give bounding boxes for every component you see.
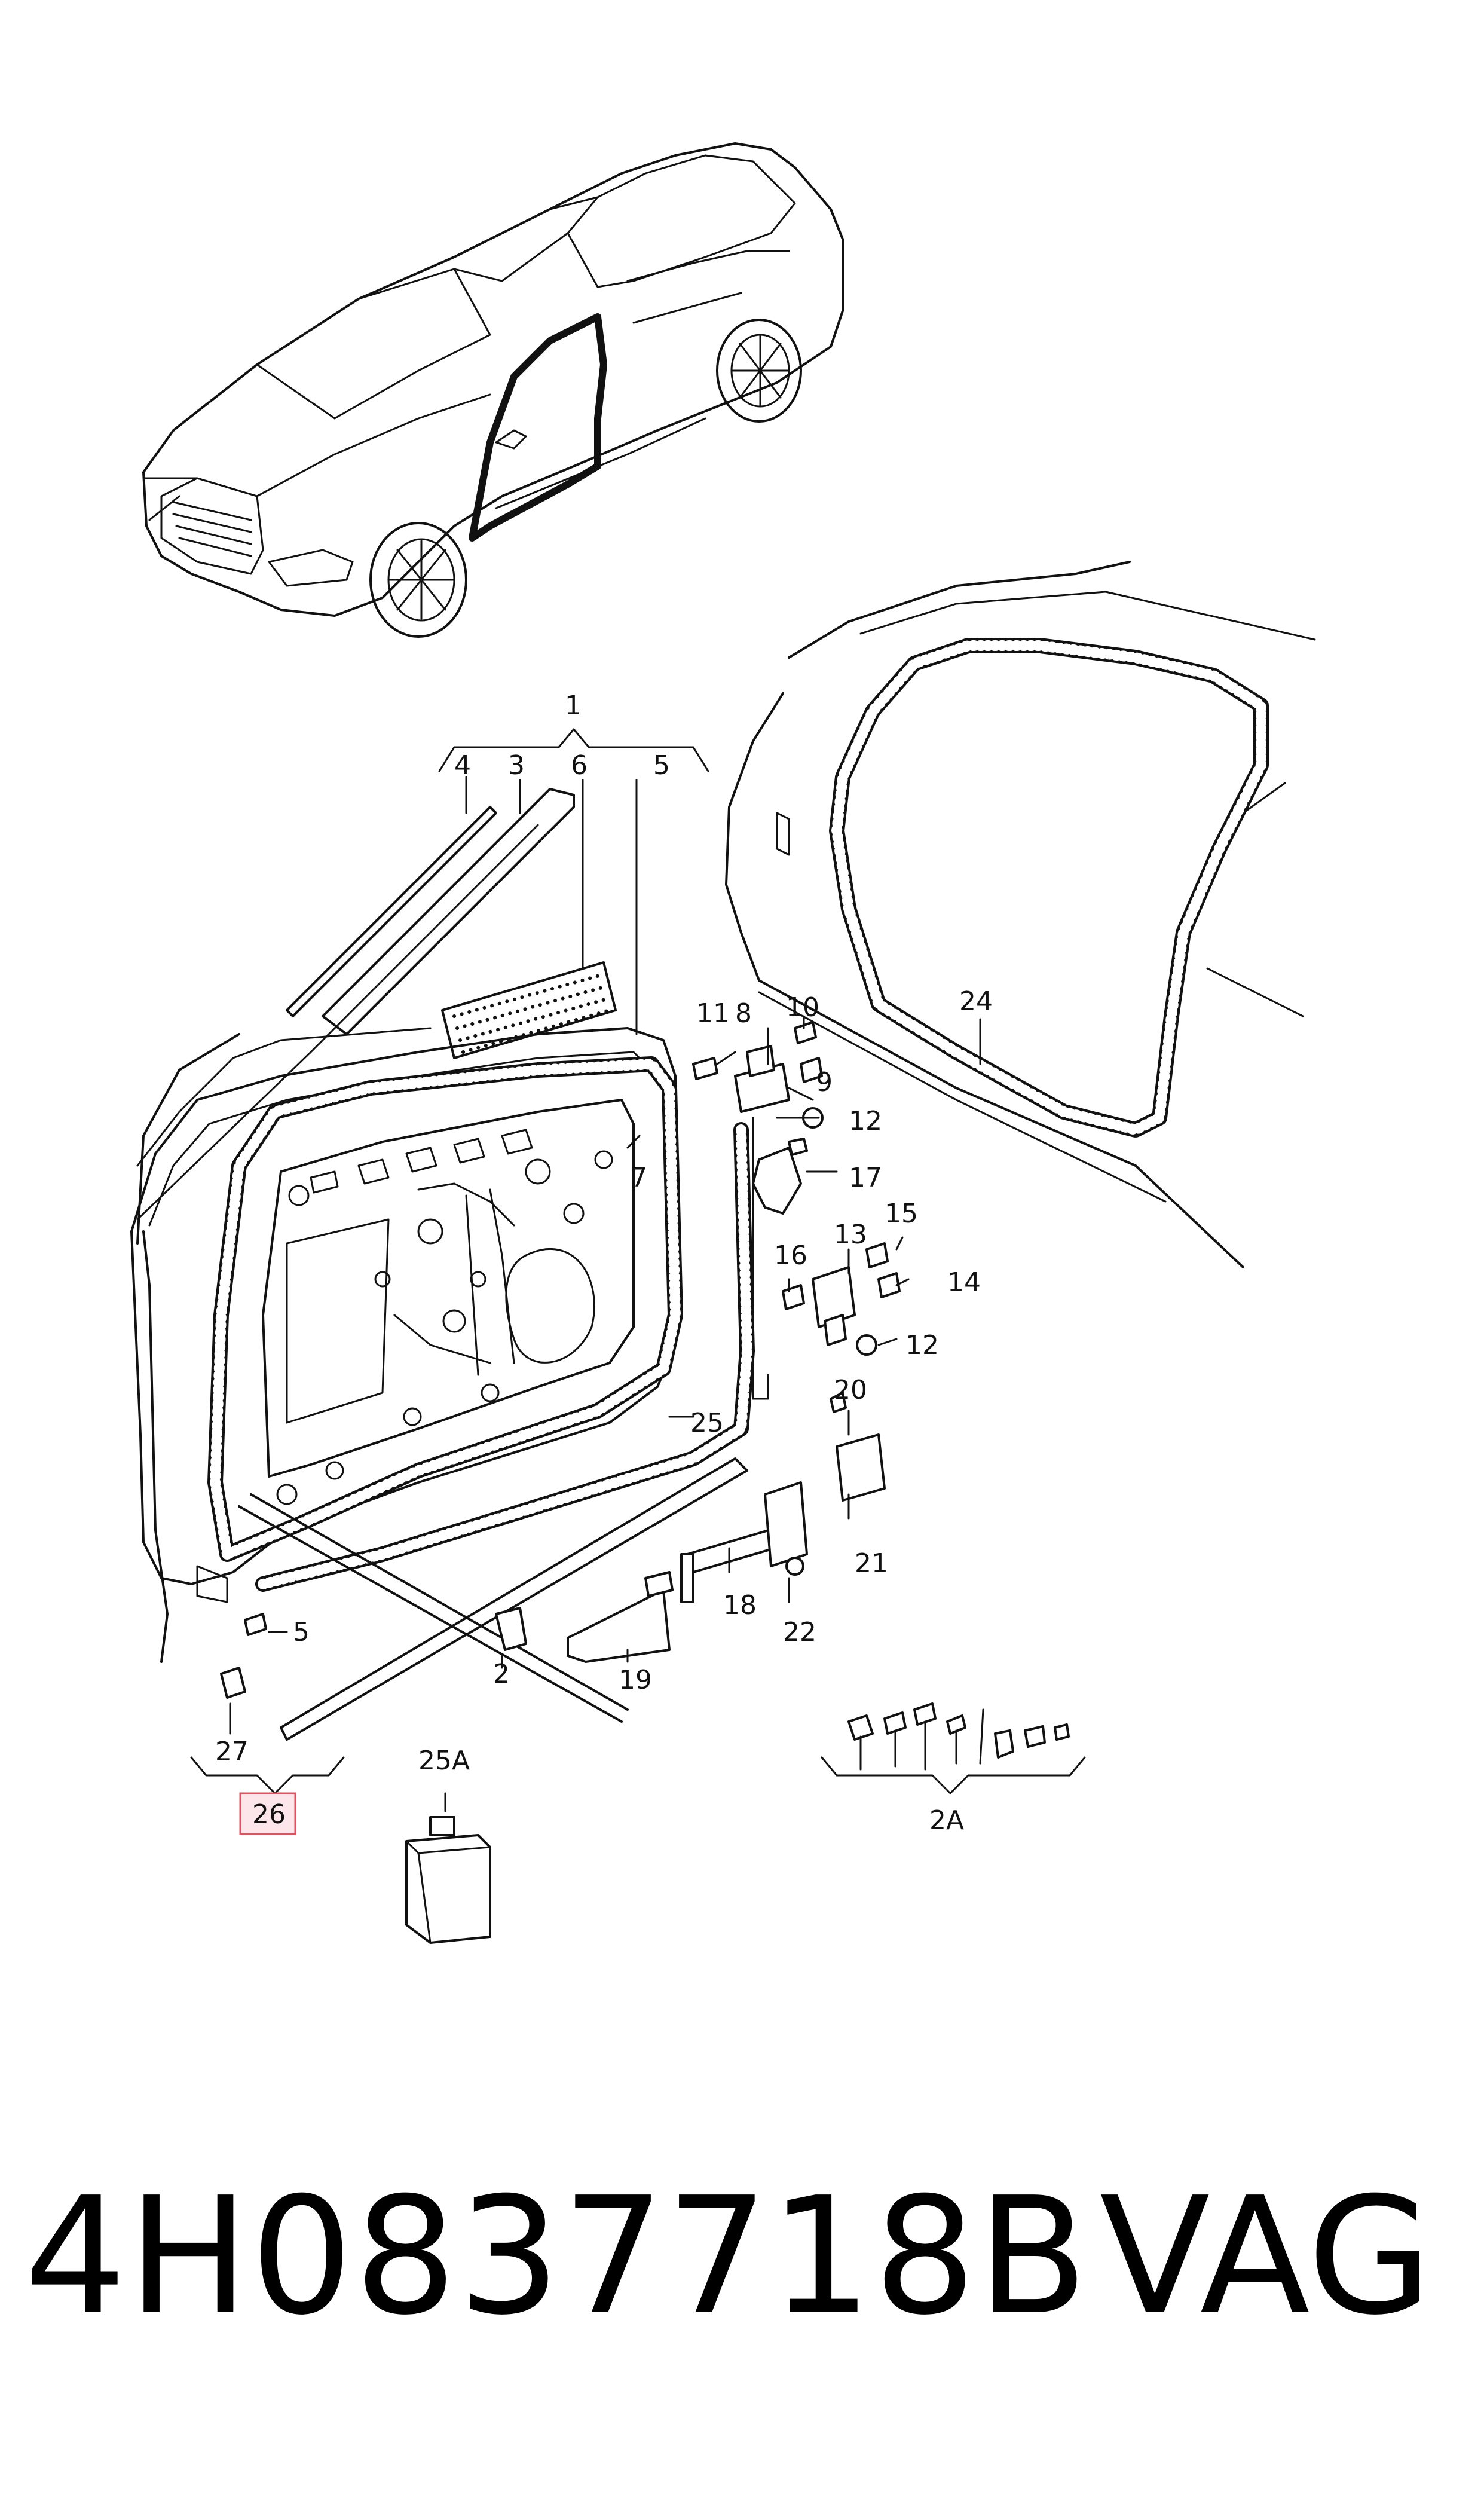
callout-11: 11 xyxy=(696,998,730,1029)
callout-15: 15 xyxy=(885,1199,918,1229)
grommet-2-icon xyxy=(495,1607,527,1651)
callout-14: 14 xyxy=(947,1267,981,1298)
callout-25a: 25A xyxy=(418,1745,470,1776)
callout-3: 3 xyxy=(508,750,525,781)
window-frame-strips-icon xyxy=(136,788,617,1221)
car-illustration-icon xyxy=(142,142,844,638)
callout-20: 20 xyxy=(834,1375,867,1405)
callout-26: 26 xyxy=(252,1799,286,1830)
callout-12-mid: 12 xyxy=(905,1330,939,1361)
body-opening-seal-icon xyxy=(725,561,1316,1268)
brand-label: VAG xyxy=(1100,2162,1433,2350)
callout-1: 1 xyxy=(565,690,582,721)
callout-27: 27 xyxy=(215,1737,249,1767)
cover-19-icon xyxy=(567,1571,674,1663)
callout-19: 19 xyxy=(619,1665,652,1695)
hinge-upper-icon xyxy=(692,1021,824,1129)
callout-8: 8 xyxy=(735,998,752,1029)
callout-2a: 2A xyxy=(929,1805,964,1836)
callout-12-top: 12 xyxy=(849,1106,882,1136)
callout-22: 22 xyxy=(783,1617,816,1647)
bracket-group-1 xyxy=(438,728,709,772)
callout-6: 6 xyxy=(571,750,588,781)
callout-24: 24 xyxy=(959,986,993,1017)
door-check-strap-icon xyxy=(680,1392,886,1603)
callout-7: 7 xyxy=(631,1163,647,1193)
part-number: 4H0837718B xyxy=(24,2162,1090,2350)
door-shell-icon xyxy=(130,1027,755,1663)
bracket-group-2a xyxy=(821,1756,1086,1794)
callout-13: 13 xyxy=(834,1219,867,1250)
bracket-group-26 xyxy=(190,1756,345,1794)
callout-16: 16 xyxy=(774,1240,807,1271)
oil-bottle-icon xyxy=(405,1816,491,1944)
callout-5-bottom: 5 xyxy=(293,1617,310,1647)
callout-5-top: 5 xyxy=(653,750,670,781)
clip-27-icon xyxy=(220,1613,267,1699)
bracket-17-icon xyxy=(752,1138,808,1215)
callout-21: 21 xyxy=(855,1548,888,1579)
door-seal-strip-icon xyxy=(238,1457,748,1741)
leader-lines xyxy=(229,776,981,1812)
callout-4: 4 xyxy=(454,750,471,781)
callout-9: 9 xyxy=(816,1067,833,1097)
callout-26-highlight xyxy=(239,1792,296,1835)
fastener-set-icon xyxy=(847,1702,1070,1771)
callout-labels: 1 4 3 6 5 11 8 10 9 12 7 17 24 13 15 16 … xyxy=(215,690,993,1836)
callout-17: 17 xyxy=(849,1163,882,1193)
hinge-lower-icon xyxy=(782,1242,901,1356)
callout-25: 25 xyxy=(690,1408,724,1438)
callout-18: 18 xyxy=(723,1590,757,1621)
callout-10: 10 xyxy=(786,992,819,1023)
callout-2: 2 xyxy=(493,1659,510,1689)
